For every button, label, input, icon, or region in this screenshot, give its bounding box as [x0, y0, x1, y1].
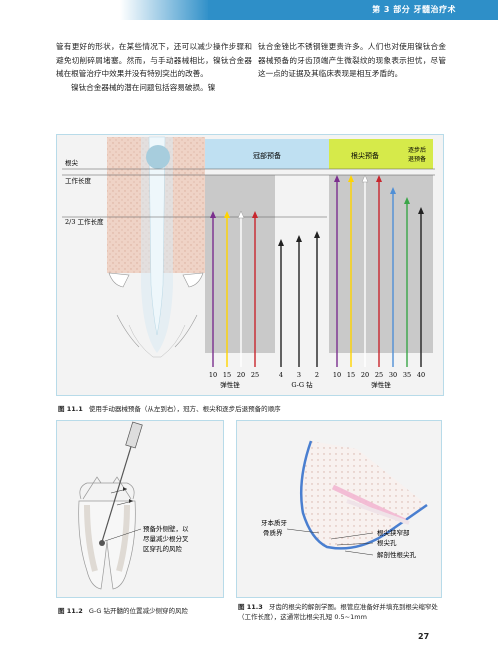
flexible-file-arrow-15 — [224, 211, 230, 367]
stepback-file-arrow-15 — [348, 175, 354, 367]
apical-foramen-label: 根尖孔 — [377, 538, 397, 547]
gg-drill-arrow-4 — [278, 239, 284, 367]
figure-11-1-drawing: 冠部预备 根尖预备 逐步后 退预备 根尖 工作长度 2/3 工作长度 10 15 2… — [62, 136, 435, 389]
header-band — [208, 0, 498, 20]
figure-11-3-caption-text: 牙齿的根尖的解剖学图。根管应准备好并填充到根尖缩窄处（工作长度），这通常比根尖孔… — [238, 603, 438, 621]
cej-label-line-1: 牙本质牙 — [261, 518, 288, 527]
gg-drill-arrow-3 — [296, 235, 302, 367]
stepback-zone-label-2: 退预备 — [408, 155, 426, 163]
stepback-file-size-40: 40 — [417, 371, 425, 379]
figure-11-2-label-line-1: 预备外侧壁，以 — [143, 524, 189, 533]
figure-11-3-drawing: 牙本质牙 骨质界 根尖狭窄部 根尖孔 解剖性根尖孔 — [261, 440, 428, 559]
arrow-head-1 — [123, 487, 127, 491]
stepback-file-arrow-20 — [361, 174, 369, 367]
stepback-file-arrow-30 — [390, 187, 396, 367]
stepback-zone-bar — [401, 139, 433, 169]
flexible-file-size-10: 10 — [209, 371, 217, 379]
stepback-file-size-35: 35 — [403, 371, 411, 379]
gg-drill-size-4: 4 — [279, 371, 283, 379]
figure-11-2-leader-line — [104, 528, 142, 542]
instrument-size-labels: 10 15 20 25 4 3 2 10 15 20 25 30 35 40 — [209, 371, 425, 379]
anatomic-apex-leader-line — [344, 550, 374, 556]
constriction-leader-line — [330, 532, 374, 540]
constriction-label: 根尖狭窄部 — [377, 528, 410, 537]
figure-11-2-label-line-3: 区穿孔的风险 — [143, 544, 183, 553]
molar-illustration — [78, 476, 136, 590]
apical-zone-bar — [329, 139, 401, 169]
flexible-file-arrow-10 — [210, 211, 216, 367]
stepback-zone-label-1: 逐步后 — [408, 146, 426, 154]
stepback-file-size-25: 25 — [375, 371, 383, 379]
figure-11-3: 牙本质牙 骨质界 根尖狭窄部 根尖孔 解剖性根尖孔 — [236, 420, 442, 598]
left-column: 管有更好的形状，在某些情况下，还可以减少操作步骤和避免切削碎屑堵塞。然而，与手动… — [56, 40, 252, 94]
figure-11-2-drawing: 预备外侧壁，以 尽量减少根分叉 区穿孔的风险 — [78, 421, 189, 590]
stepback-file-arrow-40 — [418, 207, 424, 367]
stepback-file-size-20: 20 — [361, 371, 369, 379]
coronal-zone-bar — [205, 139, 329, 169]
flexible-file-size-25: 25 — [251, 371, 259, 379]
figure-11-1-caption-text: 使用手动器械预备（从左到右），冠方、根尖和逐步后退预备的顺序 — [88, 405, 281, 413]
gg-drill-size-3: 3 — [297, 371, 301, 379]
flexible-file-arrow-25 — [252, 211, 258, 367]
stepback-file-arrow-10 — [334, 175, 340, 367]
gg-drill-size-2: 2 — [315, 371, 319, 379]
figure-11-3-number: 图 11.3 — [238, 603, 263, 611]
left-paragraph-1: 管有更好的形状，在某些情况下，还可以减少操作步骤和避免切削碎屑堵塞。然而，与手动… — [56, 42, 252, 78]
figure-11-1-caption: 图 11.1 使用手动器械预备（从左到右），冠方、根尖和逐步后退预备的顺序 — [58, 404, 448, 414]
root-apex-illustration — [299, 440, 428, 550]
left-paragraph-2: 镍钛合金器械的潜在问题包括容易破损。镍 — [71, 82, 216, 92]
figure-11-2-caption-text: G-G 钻开髓的位置减少侧穿的风险 — [88, 607, 189, 615]
stepback-file-size-30: 30 — [389, 371, 397, 379]
flexible-file-size-20: 20 — [237, 371, 245, 379]
anatomic-apex-label: 解剖性根尖孔 — [377, 550, 417, 559]
foramen-leader-line — [336, 542, 374, 546]
page-number: 27 — [418, 632, 430, 641]
instrument-arrows — [210, 174, 424, 367]
stepback-file-size-10: 10 — [333, 371, 341, 379]
cej-label-line-2: 骨质界 — [263, 528, 283, 537]
figure-11-1: 冠部预备 根尖预备 逐步后 退预备 根尖 工作长度 2/3 工作长度 10 15 2… — [56, 134, 444, 396]
flexible-file-size-15: 15 — [223, 371, 231, 379]
figure-11-2-caption: 图 11.2 G-G 钻开髓的位置减少侧穿的风险 — [58, 606, 238, 616]
flexible-file-arrow-20 — [237, 210, 245, 367]
working-length-label: 工作长度 — [65, 176, 92, 185]
header-title: 第 3 部分 牙髓治疗术 — [372, 5, 456, 14]
apex-label: 根尖 — [65, 158, 79, 167]
apical-zone-label: 根尖预备 — [351, 151, 379, 160]
figure-11-1-number: 图 11.1 — [58, 405, 83, 413]
gates-glidden-drill-icon — [99, 421, 143, 546]
tooth-illustration — [107, 136, 205, 358]
group-label-flexible-left: 弹性锉 — [220, 380, 240, 389]
gg-drill-arrow-2 — [314, 231, 320, 367]
group-label-flexible-right: 弹性锉 — [371, 380, 391, 389]
two-thirds-label: 2/3 工作长度 — [65, 217, 104, 226]
arrow-head-2 — [129, 499, 133, 503]
stepback-file-size-15: 15 — [347, 371, 355, 379]
right-paragraph-1: 钛合金锉比不锈钢锉更贵许多。人们也对使用镍钛合金器械预备的牙齿顶端产生微裂纹的现… — [258, 42, 446, 78]
stepback-file-arrow-25 — [376, 175, 382, 367]
right-column: 钛合金锉比不锈钢锉更贵许多。人们也对使用镍钛合金器械预备的牙齿顶端产生微裂纹的现… — [258, 40, 446, 81]
coronal-zone-label: 冠部预备 — [253, 151, 281, 160]
page-header: 第 3 部分 牙髓治疗术 — [0, 0, 498, 20]
right-flexible-panel — [329, 175, 433, 353]
figure-11-2-number: 图 11.2 — [58, 607, 83, 615]
figure-11-2-label-line-2: 尽量减少根分叉 — [143, 534, 189, 543]
figure-11-2: 预备外侧壁，以 尽量减少根分叉 区穿孔的风险 — [56, 420, 224, 598]
stepback-file-arrow-35 — [404, 197, 410, 367]
group-label-gates-glidden: G-G 钻 — [291, 380, 313, 389]
cej-leader-line — [286, 528, 320, 534]
left-flexible-panel — [205, 175, 275, 353]
header-fade — [120, 0, 210, 20]
